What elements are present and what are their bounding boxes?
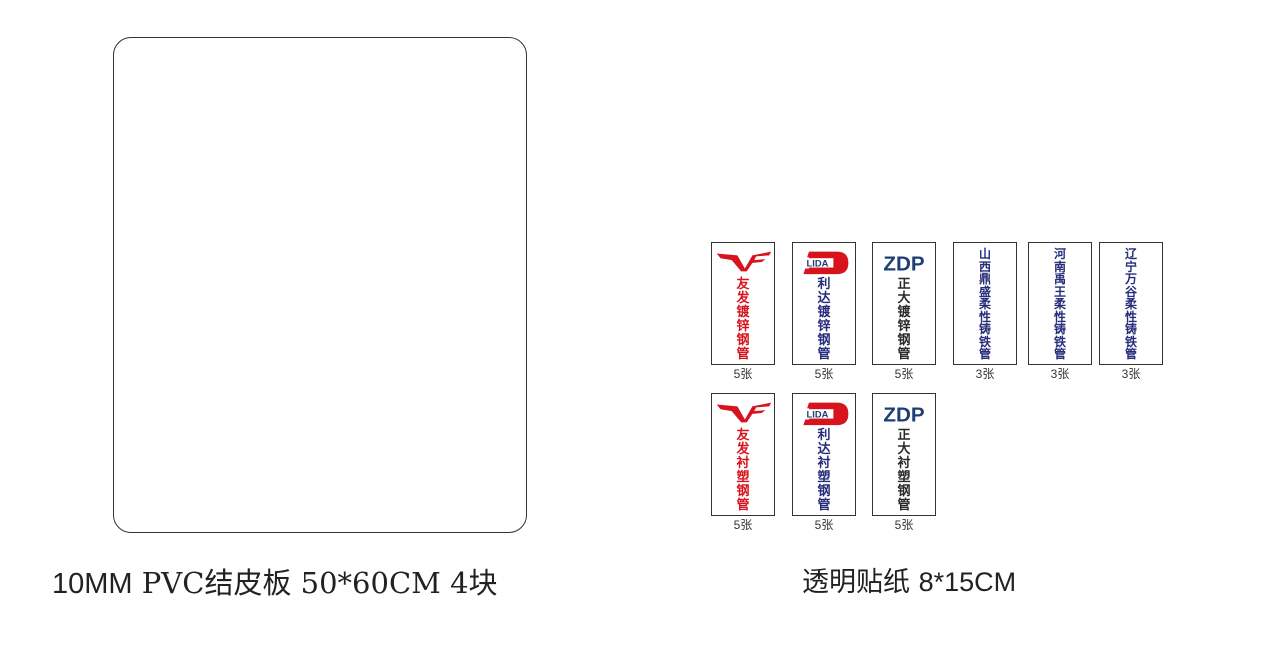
sticker-quantity: 3张 xyxy=(975,367,995,381)
sticker-card: 友发衬塑钢管 xyxy=(711,393,775,516)
sticker-card: LIDA 利达镀锌钢管 xyxy=(792,242,856,365)
sticker-text: 友发衬塑钢管 xyxy=(736,428,750,513)
sticker-card: 友发镀锌钢管 xyxy=(711,242,775,365)
sticker-text: 正大衬塑钢管 xyxy=(897,428,911,513)
sticker-card: ZDP 正大镀锌钢管 xyxy=(872,242,936,365)
zdp-logo-text: ZDP xyxy=(883,252,924,275)
lida-logo-text: LIDA xyxy=(807,410,829,420)
zdp-logo-icon: ZDP xyxy=(883,252,924,275)
sticker-quantity: 5张 xyxy=(894,518,914,532)
sticker-card: ZDP 正大衬塑钢管 xyxy=(872,393,936,516)
pvc-caption: 10MM PVC结皮板 50*60CM 4块 xyxy=(52,560,498,602)
zdp-logo-text: ZDP xyxy=(883,403,924,426)
sticker-card: 辽宁万谷柔性铸铁管 xyxy=(1099,242,1163,365)
sticker-text: 利达镀锌钢管 xyxy=(817,277,831,362)
sticker-desc: 透明贴纸 xyxy=(802,567,910,598)
pvc-thickness: 10MM xyxy=(52,568,133,600)
sticker-text: 利达衬塑钢管 xyxy=(817,428,831,513)
youfa-logo-icon xyxy=(716,402,772,423)
youfa-logo-icon xyxy=(716,251,772,272)
zdp-logo-icon: ZDP xyxy=(883,403,924,426)
sticker-quantity: 5张 xyxy=(733,518,753,532)
sticker-text: 山西鼎盛柔性铸铁管 xyxy=(978,247,991,361)
pvc-board xyxy=(113,37,527,533)
sticker-card: LIDA 利达衬塑钢管 xyxy=(792,393,856,516)
sticker-text: 友发镀锌钢管 xyxy=(736,277,750,362)
lida-logo-icon: LIDA xyxy=(801,402,849,426)
sticker-quantity: 5张 xyxy=(894,367,914,381)
sticker-quantity: 5张 xyxy=(733,367,753,381)
sticker-quantity: 3张 xyxy=(1050,367,1070,381)
sticker-quantity: 5张 xyxy=(814,367,834,381)
sticker-quantity: 5张 xyxy=(814,518,834,532)
sticker-card: 山西鼎盛柔性铸铁管 xyxy=(953,242,1017,365)
sticker-text: 辽宁万谷柔性铸铁管 xyxy=(1124,247,1137,361)
sticker-caption: 透明贴纸 8*15CM xyxy=(802,560,1016,599)
sticker-card: 河南禹王柔性铸铁管 xyxy=(1028,242,1092,365)
lida-logo-text: LIDA xyxy=(807,259,829,269)
pvc-desc: PVC结皮板 50*60CM 4块 xyxy=(141,566,498,600)
lida-logo-icon: LIDA xyxy=(801,251,849,275)
sticker-quantity: 3张 xyxy=(1121,367,1141,381)
sticker-text: 正大镀锌钢管 xyxy=(897,277,911,362)
sticker-size: 8*15CM xyxy=(918,567,1017,597)
sticker-text: 河南禹王柔性铸铁管 xyxy=(1053,247,1066,361)
